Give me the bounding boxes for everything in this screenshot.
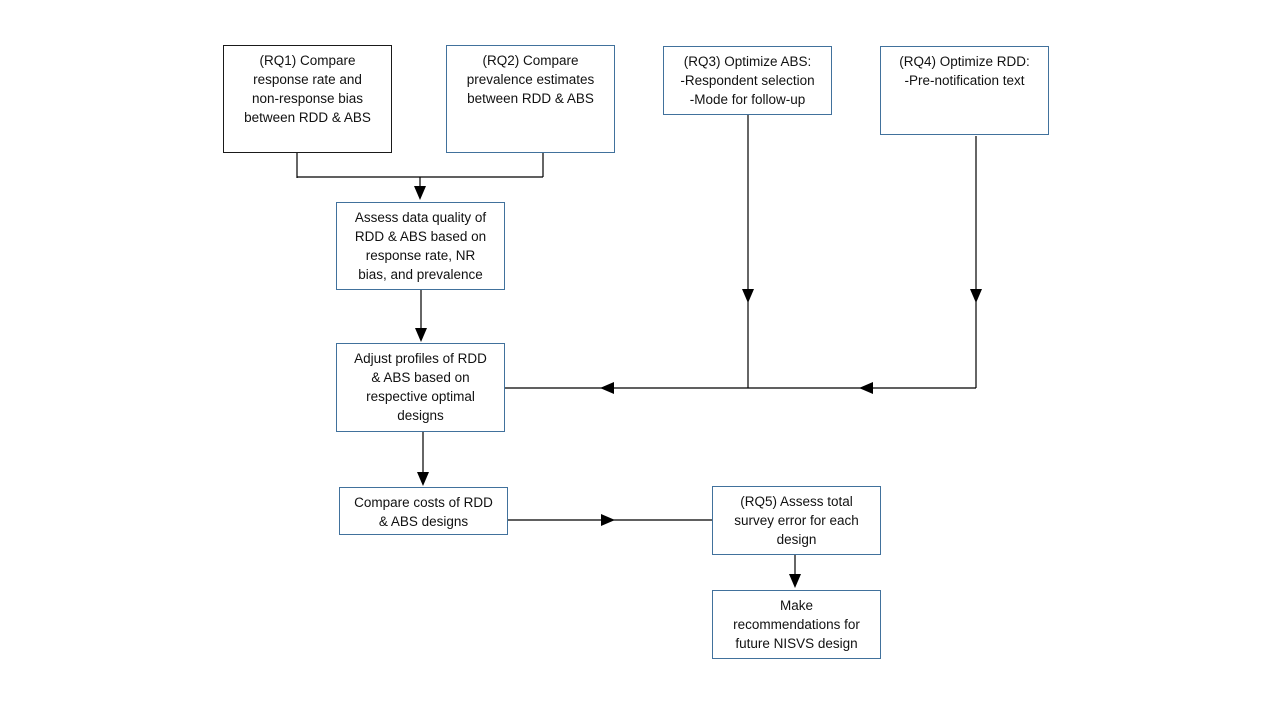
node-rq5: (RQ5) Assess total survey error for each… [712, 486, 881, 555]
arrowhead-rq3-mid [742, 289, 754, 303]
arrowhead-to-adjust [415, 328, 427, 342]
arrowhead-rq4-mid [970, 289, 982, 303]
arrowhead-to-assess [414, 186, 426, 200]
node-rq3: (RQ3) Optimize ABS: -Respondent selectio… [663, 46, 832, 115]
node-rq2: (RQ2) Compare prevalence estimates betwe… [446, 45, 615, 153]
node-recommendations: Make recommendations for future NISVS de… [712, 590, 881, 659]
arrowhead-to-recommendations [789, 574, 801, 588]
node-adjust-profiles: Adjust profiles of RDD & ABS based on re… [336, 343, 505, 432]
node-rq1: (RQ1) Compare response rate and non-resp… [223, 45, 392, 153]
arrowhead-horizontal-left-1 [600, 382, 614, 394]
node-rq4: (RQ4) Optimize RDD: -Pre-notification te… [880, 46, 1049, 135]
arrowhead-to-rq5 [601, 514, 615, 526]
node-compare-costs: Compare costs of RDD & ABS designs [339, 487, 508, 535]
node-assess-quality: Assess data quality of RDD & ABS based o… [336, 202, 505, 290]
arrowhead-to-costs [417, 472, 429, 486]
arrowhead-horizontal-left-2 [859, 382, 873, 394]
